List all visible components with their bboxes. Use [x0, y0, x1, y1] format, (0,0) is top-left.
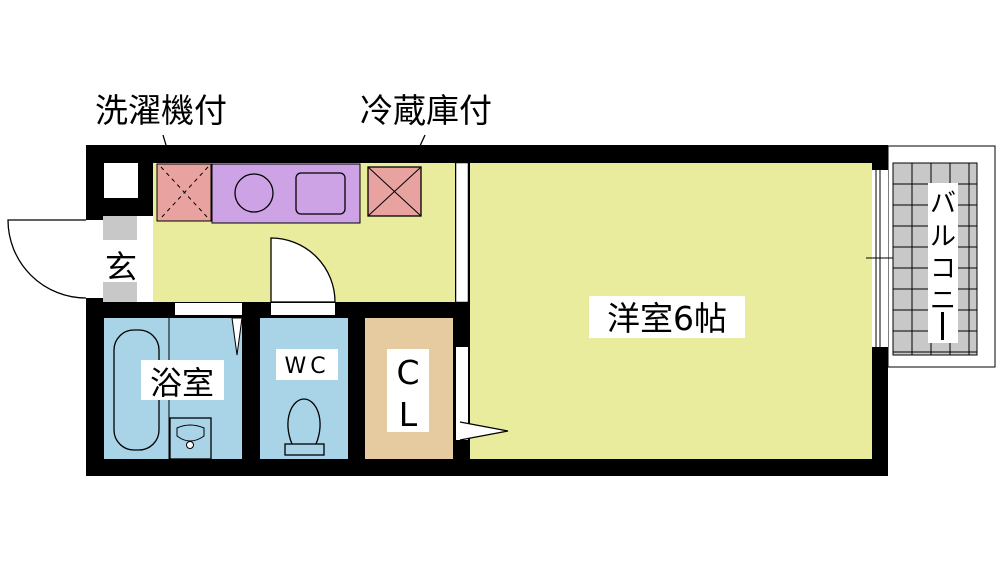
western-room-label: 洋室6帖	[607, 299, 727, 338]
balcony: バ ル コ ニ	[887, 145, 996, 368]
closet-door[interactable]	[459, 421, 509, 441]
entrance-label: 玄	[105, 248, 137, 286]
stove-icon	[234, 173, 274, 213]
balcony-label-char: ニ	[930, 286, 956, 316]
washbasin-icon	[169, 417, 212, 460]
balcony-label-dash	[941, 312, 944, 340]
balcony-label-char: ル	[930, 222, 956, 252]
refrigerator	[367, 166, 422, 217]
balcony-label-char: コ	[930, 254, 956, 284]
wc-door[interactable]	[270, 237, 336, 303]
closet-label-c: C	[396, 353, 419, 392]
sink-icon	[295, 172, 346, 215]
balcony-label-char: バ	[930, 189, 956, 219]
kitchen-counter	[211, 163, 361, 224]
wc-label: WC	[284, 354, 329, 379]
fridge-label: 冷蔵庫付	[360, 91, 492, 130]
wc-room	[260, 318, 348, 459]
washer-label: 洗濯機付	[95, 91, 227, 130]
bath-door-opening[interactable]	[175, 303, 242, 315]
entrance-door[interactable]	[7, 219, 87, 299]
shoe-box	[104, 163, 138, 198]
toilet-icon	[284, 398, 325, 456]
bath-label: 浴室	[150, 364, 214, 402]
closet-label-l: L	[399, 395, 418, 434]
washing-machine	[156, 163, 212, 222]
